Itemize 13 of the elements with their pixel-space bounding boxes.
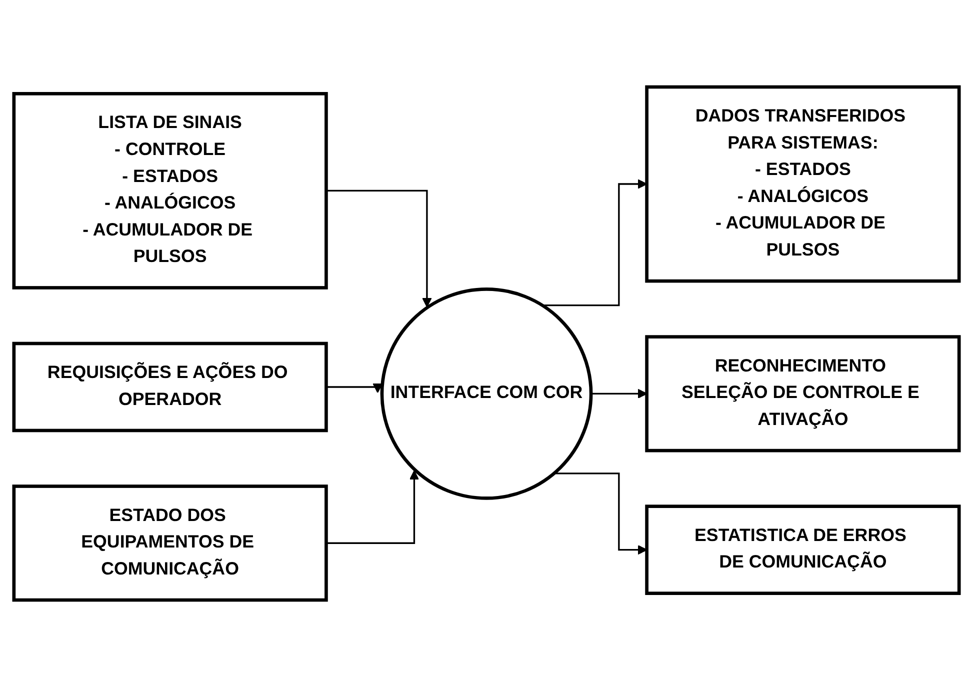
arrow	[326, 470, 420, 544]
node-box: REQUISIÇÕES E AÇÕES DO OPERADOR	[12, 342, 328, 432]
node-box: DADOS TRANSFERIDOS PARA SISTEMAS: - ESTADOS - ANALÓGICOS - ACUMULADOR DE PULSOS	[645, 85, 961, 283]
arrow	[326, 383, 383, 394]
arrow	[542, 179, 648, 306]
arrow	[326, 190, 432, 308]
node-circle: INTERFACE COM COR	[380, 287, 593, 500]
node-box: ESTATISTICA DE ERROS DE COMUNICAÇÃO	[645, 504, 961, 595]
arrow	[554, 472, 648, 555]
node-box: RECONHECIMENTO SELEÇÃO DE CONTROLE E ATIVAÇÃO	[645, 335, 961, 452]
arrow	[591, 388, 648, 399]
node-box: LISTA DE SINAIS - CONTROLE - ESTADOS - ANALÓGICOS - ACUMULADOR DE PULSOS	[12, 92, 328, 290]
node-box: ESTADO DOS EQUIPAMENTOS DE COMUNICAÇÃO	[12, 484, 328, 602]
